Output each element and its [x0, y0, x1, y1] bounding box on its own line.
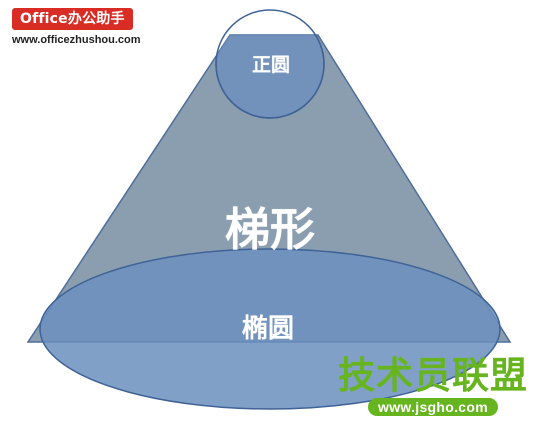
trapezoid-label: 梯形 [224, 203, 315, 256]
brand-badge: Office办公助手 [12, 8, 133, 30]
brand-header: Office办公助手 www.officezhushou.com [12, 8, 141, 46]
ellipse-label: 椭圆 [241, 314, 294, 344]
circle-label: 正圆 [251, 54, 290, 76]
circle-outline [215, 9, 325, 119]
watermark-title: 技术员联盟 [338, 354, 528, 397]
watermark-url: www.jsgho.com [368, 398, 498, 416]
ellipse-shape [39, 248, 501, 410]
watermark: 技术员联盟 www.jsgho.com [338, 356, 528, 416]
brand-url: www.officezhushou.com [12, 34, 141, 46]
